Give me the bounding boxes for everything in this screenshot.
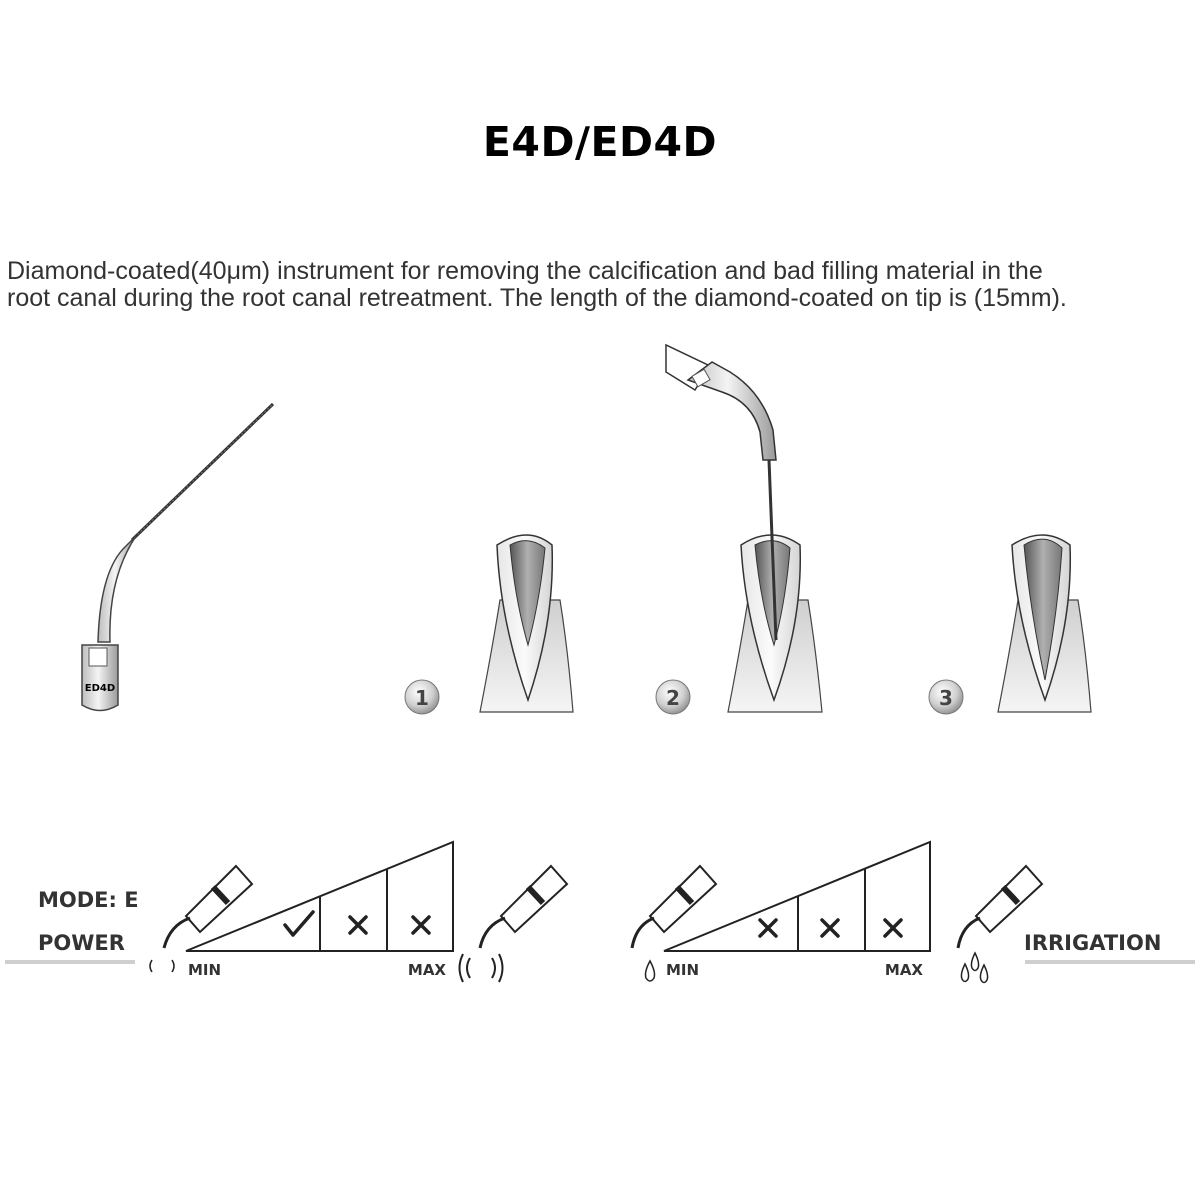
mode-label: MODE: E (38, 888, 139, 912)
water-drop-icon (970, 951, 980, 972)
tip-bend (97, 535, 137, 643)
ed4d-tip-illustration: ED4D (81, 402, 275, 712)
irrigation-scale: MIN MAX (663, 840, 931, 979)
step-2: 2 (655, 343, 823, 715)
step-badge (404, 679, 440, 715)
irrigation-min-label: MIN (666, 961, 699, 979)
handpiece-min-water-icon (630, 864, 718, 982)
description: Diamond-coated(40μm) instrument for remo… (7, 258, 1199, 312)
power-scale: MIN MAX (185, 840, 454, 979)
handpiece-min-power-icon (149, 864, 254, 973)
cross-icon (348, 915, 368, 935)
tip-label: ED4D (85, 683, 115, 694)
cross-icon (883, 918, 903, 938)
vibration-high-icon (458, 953, 504, 983)
vibration-low-icon (149, 959, 175, 973)
cross-icon (820, 918, 840, 938)
step-1: 1 (404, 534, 574, 715)
root-canal (754, 540, 791, 647)
power-max-label: MAX (408, 961, 447, 979)
step-badge (655, 679, 691, 715)
wrench-flat (88, 647, 108, 667)
power-min-label: MIN (188, 961, 221, 979)
water-drop-icon (960, 962, 970, 983)
description-line-2: root canal during the root canal retreat… (7, 284, 1067, 312)
irrigation-label: IRRIGATION (1024, 931, 1161, 955)
water-drop-icon (979, 963, 989, 984)
irrigation-max-label: MAX (885, 961, 924, 979)
step-number: 3 (939, 686, 953, 710)
root-canal-cleaned (1023, 538, 1063, 681)
power-label: POWER (38, 931, 125, 955)
description-line-1: Diamond-coated(40μm) instrument for remo… (7, 257, 1043, 285)
tip-in-use (686, 361, 777, 461)
root-canal (509, 540, 546, 647)
cross-icon (411, 915, 431, 935)
step-number: 1 (415, 686, 429, 710)
handpiece-max-water-icon (956, 864, 1044, 984)
step-3: 3 (928, 534, 1092, 715)
tip-shaft (767, 459, 778, 641)
page-title: E4D/ED4D (482, 118, 718, 166)
check-icon (283, 910, 315, 937)
cross-icon (758, 918, 778, 938)
water-drop-icon (644, 959, 656, 982)
handpiece-max-power-icon (458, 864, 569, 983)
step-number: 2 (666, 686, 680, 710)
step-badge (928, 679, 964, 715)
